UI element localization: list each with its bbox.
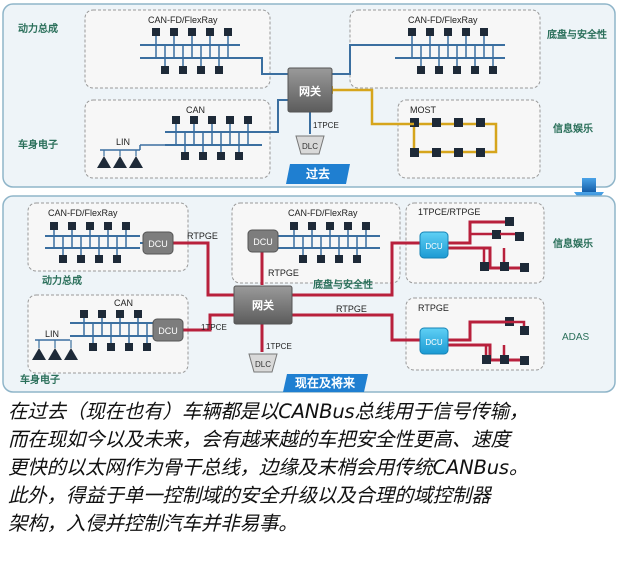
present-tpce-info-label: 1TPCE/RTPGE: [418, 207, 480, 217]
dcu-label: DCU: [425, 338, 443, 347]
present-body-bus: [32, 310, 155, 360]
dcu-label: DCU: [253, 237, 273, 247]
past-body-bus-label: CAN: [186, 105, 205, 115]
present-tpce-body-label: 1TPCE: [201, 323, 227, 332]
present-tpce-dlc-label: 1TPCE: [266, 342, 292, 351]
present-label-body: 车身电子: [20, 373, 60, 386]
dcu-label: DCU: [148, 239, 168, 249]
past-powertrain-bus-label: CAN-FD/FlexRay: [148, 15, 218, 25]
present-dcu-chassis: DCU: [247, 229, 279, 253]
caption-line: 此外，得益于单一控制域的安全升级以及合理的域控制器: [8, 484, 491, 507]
present-dlc: [248, 353, 278, 373]
present-powertrain-bus: [45, 222, 145, 263]
past-powertrain-bus: [140, 28, 240, 74]
architecture-diagram: 网关 DLC 动力总成 底盘与安全性 车身电子 信息娱乐 CAN-FD/Flex…: [2, 3, 616, 393]
past-banner: 过去: [286, 164, 350, 184]
past-gateway-label: 网关: [299, 84, 321, 98]
present-dcu-body: DCU: [152, 318, 184, 342]
caption-line: 更快的以太网作为骨干总线，边缘及末梢会用传统CANBus。: [8, 456, 529, 479]
present-gateway: [233, 285, 293, 325]
present-rtpge-adas-label: RTPGE: [418, 303, 449, 313]
present-body-bus-label: CAN: [114, 298, 133, 308]
dcu-label: DCU: [158, 326, 178, 336]
present-rtpge-left-label: RTPGE: [187, 231, 218, 241]
dcu-label: DCU: [425, 242, 443, 251]
present-banner: 现在及将来: [283, 374, 368, 392]
past-most-ring: [410, 118, 498, 157]
past-panel: 网关 DLC 动力总成 底盘与安全性 车身电子 信息娱乐 CAN-FD/Flex…: [2, 3, 616, 188]
past-chassis-bus-label: CAN-FD/FlexRay: [408, 15, 478, 25]
present-rtpge-adas-link-label: RTPGE: [336, 304, 367, 314]
present-panel: DCU DCU DCU DCU DCU: [2, 195, 616, 393]
present-gateway-label: 网关: [252, 298, 274, 312]
present-ethernet-backbone: [173, 220, 520, 362]
past-label-body: 车身电子: [18, 138, 58, 151]
past-label-powertrain: 动力总成: [18, 22, 58, 35]
present-label-chassis: 底盘与安全性: [313, 278, 373, 291]
caption: 在过去（现在也有）车辆都是以CANBus总线用于信号传输， 而在现如今以及未来，…: [8, 398, 612, 538]
present-lin-label: LIN: [45, 329, 59, 339]
present-powertrain-bus-label: CAN-FD/FlexRay: [48, 208, 118, 218]
past-chassis-bus: [395, 28, 505, 74]
present-label-powertrain: 动力总成: [42, 274, 82, 287]
present-chassis-bus-label: CAN-FD/FlexRay: [288, 208, 358, 218]
present-dcu-adas: DCU: [419, 327, 449, 355]
past-tpce-label: 1TPCE: [313, 121, 339, 130]
past-most-link: [330, 88, 414, 126]
past-label-infotainment: 信息娱乐: [553, 122, 593, 135]
present-dcu-infotainment: DCU: [419, 231, 449, 259]
past-label-chassis: 底盘与安全性: [547, 28, 607, 41]
present-label-infotainment: 信息娱乐: [553, 237, 593, 250]
past-most-label: MOST: [410, 105, 437, 115]
present-chassis-bus: [278, 222, 380, 263]
caption-line: 而在现如今以及未来，会有越来越的车把安全性更高、速度: [8, 428, 510, 451]
past-gateway: [287, 67, 333, 113]
present-dlc-label: DLC: [255, 360, 271, 369]
present-rtpge-chassis-label: RTPGE: [268, 268, 299, 278]
present-label-adas: ADAS: [562, 332, 590, 343]
past-lin-label: LIN: [116, 137, 130, 147]
past-dlc: [295, 135, 325, 155]
present-dcu-powertrain: DCU: [142, 231, 174, 255]
present-banner-text: 现在及将来: [295, 375, 356, 390]
past-banner-text: 过去: [306, 166, 330, 181]
caption-line: 在过去（现在也有）车辆都是以CANBus总线用于信号传输，: [8, 400, 529, 423]
past-gateway-links: [240, 44, 395, 133]
past-dlc-label: DLC: [302, 142, 318, 151]
caption-line: 架构，入侵并控制汽车并非易事。: [8, 512, 298, 535]
past-body-bus: [97, 116, 262, 168]
